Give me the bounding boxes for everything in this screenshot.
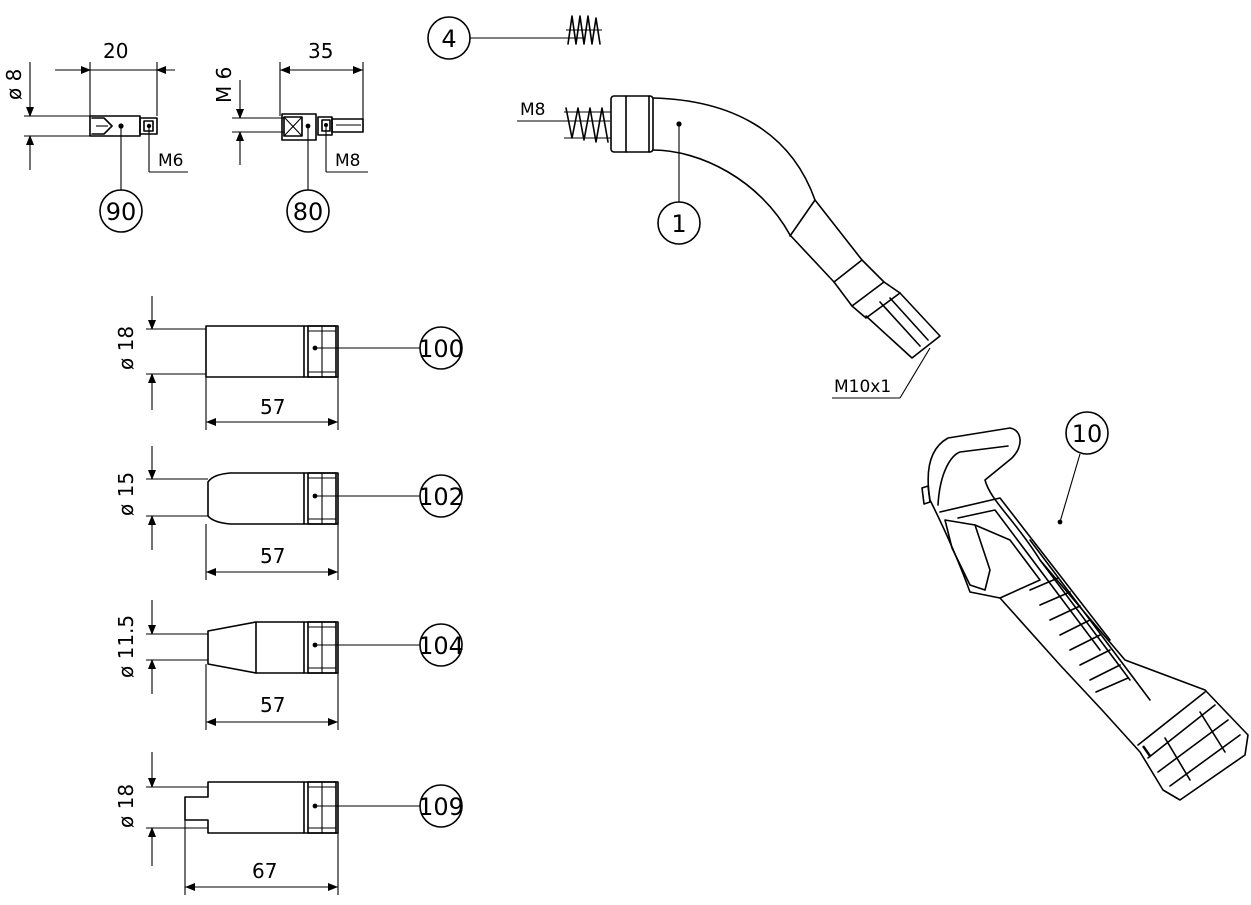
dim-length-67-109: 67 bbox=[252, 859, 277, 883]
balloon-80-label: 80 bbox=[293, 198, 324, 226]
part-104-gas-nozzle: ø 11.5 57 bbox=[114, 600, 420, 730]
balloon-100-label: 100 bbox=[418, 335, 464, 363]
part-80-contact-tip: 35 M 6 M8 bbox=[212, 39, 368, 190]
dim-diameter-11-5-104: ø 11.5 bbox=[114, 615, 138, 678]
balloon-80: 80 bbox=[286, 189, 330, 233]
balloon-102: 102 bbox=[418, 474, 464, 518]
dim-thread-m6: M 6 bbox=[212, 67, 236, 103]
balloon-10-label: 10 bbox=[1072, 420, 1103, 448]
part-100-gas-nozzle: ø 18 57 bbox=[114, 296, 420, 430]
balloon-104-label: 104 bbox=[418, 632, 464, 660]
dim-length-57-102: 57 bbox=[260, 544, 285, 568]
balloon-4: 4 bbox=[427, 16, 471, 60]
part-4-spring bbox=[470, 15, 602, 45]
dim-diameter-15-102: ø 15 bbox=[114, 472, 138, 516]
thread-label-m6: M6 bbox=[158, 151, 183, 171]
balloon-104: 104 bbox=[418, 623, 464, 667]
dim-diameter-8: ø 8 bbox=[2, 69, 26, 100]
thread-label-m10x1: M10x1 bbox=[834, 377, 891, 397]
balloon-109-label: 109 bbox=[418, 793, 464, 821]
dim-diameter-18-100: ø 18 bbox=[114, 326, 138, 370]
part-1-swan-neck: M8 M10x1 bbox=[517, 95, 941, 399]
part-10-handle bbox=[921, 427, 1249, 801]
balloon-102-label: 102 bbox=[418, 483, 464, 511]
balloon-4-label: 4 bbox=[441, 25, 456, 53]
balloon-1-label: 1 bbox=[671, 210, 686, 238]
thread-label-m8-neck: M8 bbox=[520, 100, 545, 120]
dim-diameter-18-109: ø 18 bbox=[114, 784, 138, 828]
balloon-90: 90 bbox=[99, 189, 143, 233]
balloon-1: 1 bbox=[657, 201, 701, 245]
dim-length-57-100: 57 bbox=[260, 395, 285, 419]
dim-length-57-104: 57 bbox=[260, 693, 285, 717]
part-90-contact-tip: 20 ø 8 M6 bbox=[2, 39, 188, 190]
balloon-90-label: 90 bbox=[106, 198, 137, 226]
balloon-109: 109 bbox=[418, 784, 464, 828]
part-109-gas-nozzle: ø 18 67 bbox=[114, 752, 420, 895]
part-102-gas-nozzle: ø 15 57 bbox=[114, 446, 420, 580]
balloon-10: 10 bbox=[1065, 411, 1109, 455]
thread-label-m8: M8 bbox=[335, 151, 360, 171]
dim-length-20: 20 bbox=[103, 39, 128, 63]
dim-length-35: 35 bbox=[308, 39, 333, 63]
balloon-100: 100 bbox=[418, 326, 464, 370]
